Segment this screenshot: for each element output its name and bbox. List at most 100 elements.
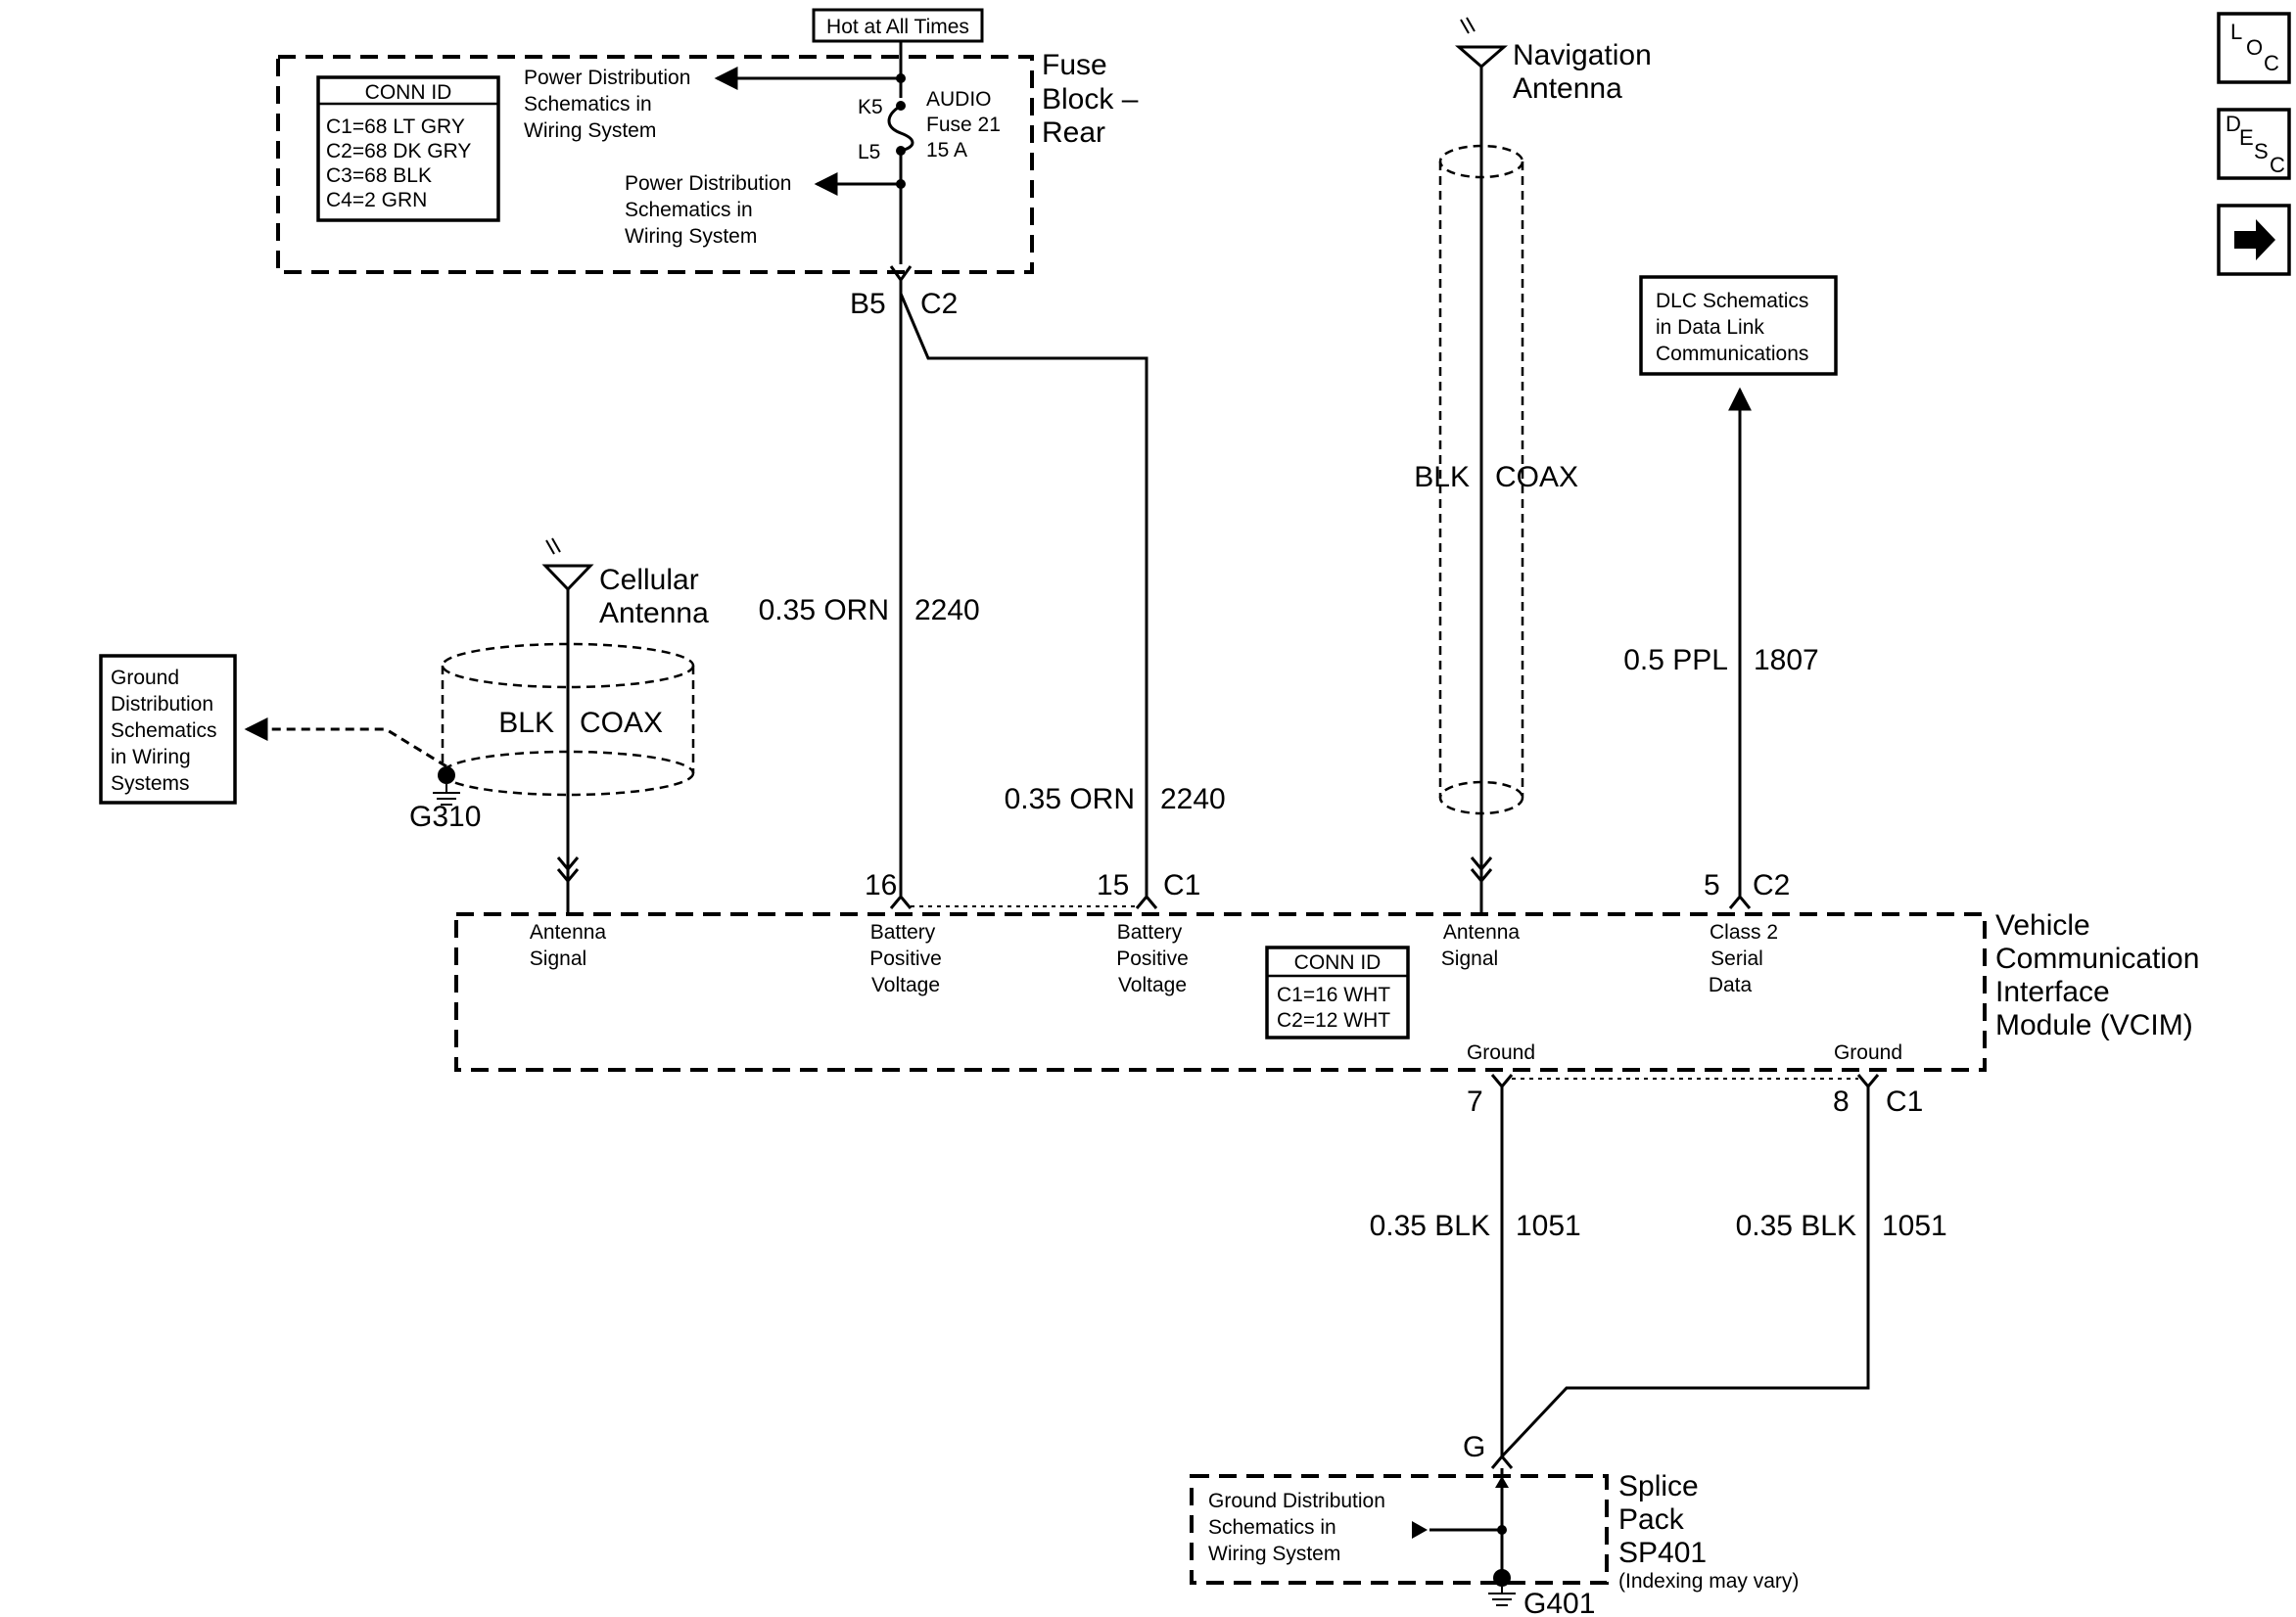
loc-button[interactable]: L O C [2217, 12, 2291, 84]
vcim-title: Vehicle Communication Interface Module (… [1995, 909, 2199, 1041]
vcim-pin-16-label: 16 [865, 869, 897, 901]
svg-text:Communications: Communications [1656, 343, 1808, 365]
svg-text:C1=68 LT GRY: C1=68 LT GRY [326, 116, 465, 138]
cell-coax-color-label: BLK [498, 707, 554, 739]
svg-text:Schematics: Schematics [111, 719, 217, 742]
svg-text:CONN ID: CONN ID [365, 81, 452, 104]
svg-text:Vehicle: Vehicle [1995, 909, 2090, 942]
vcim-ground-2-label: Ground [1834, 1041, 1902, 1064]
right-arrow-icon [2234, 219, 2275, 260]
power-distribution-ref-mid[interactable]: Power Distribution Schematics in Wiring … [625, 172, 791, 248]
svg-text:Class 2: Class 2 [1710, 921, 1778, 944]
svg-text:Antenna: Antenna [1513, 72, 1622, 105]
ground-distribution-ref-splice[interactable]: Ground Distribution Schematics in Wiring… [1208, 1490, 1385, 1565]
vcim-battery-positive-2: Battery Positive Voltage [1116, 921, 1189, 996]
svg-text:Ground: Ground [111, 667, 179, 689]
vcim-pin-8-icon [1856, 1074, 1880, 1089]
svg-text:Antenna: Antenna [1443, 921, 1521, 944]
svg-text:Schematics in: Schematics in [524, 93, 652, 116]
navigation-antenna-icon [1454, 17, 1509, 69]
svg-text:C: C [2270, 153, 2285, 177]
svg-text:Wiring System: Wiring System [1208, 1543, 1340, 1565]
svg-text:Cellular: Cellular [599, 564, 699, 596]
svg-text:Positive: Positive [869, 947, 942, 970]
svg-text:Power Distribution: Power Distribution [524, 67, 690, 89]
svg-text:Signal: Signal [1441, 947, 1498, 970]
fuse-block-conn-id: CONN ID C1=68 LT GRY C2=68 DK GRY C3=68 … [316, 75, 500, 222]
wire-1807-circuit: 1807 [1754, 644, 1819, 676]
svg-text:Rear: Rear [1042, 116, 1105, 149]
svg-text:CONN ID: CONN ID [1294, 951, 1382, 974]
splice-pack-title: Splice Pack SP401 (Indexing may vary) [1618, 1470, 1799, 1593]
desc-button[interactable]: D E S C [2217, 108, 2291, 180]
nav-coax-color-label: BLK [1414, 461, 1470, 493]
svg-text:Block –: Block – [1042, 83, 1139, 116]
wire-1051-a-gauge: 0.35 BLK [1370, 1210, 1490, 1242]
vcim-connector-c1-label: C1 [1163, 869, 1200, 901]
ground-g310-label: G310 [409, 801, 481, 833]
svg-text:S: S [2254, 139, 2269, 163]
svg-text:15 A: 15 A [926, 139, 967, 162]
wire-1051-b-circuit: 1051 [1882, 1210, 1947, 1242]
vcim-pin-15-icon [1135, 894, 1158, 909]
wire-1051-a-circuit: 1051 [1516, 1210, 1581, 1242]
svg-text:SP401: SP401 [1618, 1537, 1707, 1569]
next-page-button[interactable] [2217, 204, 2291, 276]
svg-text:E: E [2239, 125, 2254, 150]
svg-text:Antenna: Antenna [599, 597, 709, 629]
cellular-antenna-icon [541, 537, 594, 592]
svg-text:Wiring System: Wiring System [524, 119, 656, 142]
wire-2240-a-gauge: 0.35 ORN [759, 594, 889, 626]
wire-2240-b-gauge: 0.35 ORN [1005, 783, 1135, 815]
svg-text:C4=2 GRN: C4=2 GRN [326, 189, 427, 211]
fuse-icon [887, 104, 914, 153]
vcim-battery-positive-1: Battery Positive Voltage [869, 921, 942, 996]
wire-1051-b [1500, 1086, 1870, 1458]
nav-coax-type-label: COAX [1495, 461, 1578, 493]
svg-text:Interface: Interface [1995, 976, 2110, 1008]
power-distribution-ref-top[interactable]: Power Distribution Schematics in Wiring … [524, 67, 690, 142]
fuse-pin-k5-label: K5 [858, 96, 883, 118]
vcim-class2-serial-data: Class 2 Serial Data [1709, 921, 1778, 996]
connector-b5-label: B5 [850, 288, 886, 320]
vcim-ground-1-label: Ground [1467, 1041, 1535, 1064]
vcim-pin-15-label: 15 [1097, 869, 1129, 901]
svg-text:C: C [2264, 51, 2279, 75]
vcim-pin-5-label: 5 [1704, 869, 1720, 901]
vcim-connector-c1-bottom-label: C1 [1886, 1086, 1923, 1118]
vcim-connector-c2-label: C2 [1753, 869, 1790, 901]
wire-1807-gauge: 0.5 PPL [1623, 644, 1728, 676]
splice-pin-g-label: G [1463, 1431, 1485, 1463]
svg-text:Fuse 21: Fuse 21 [926, 114, 1001, 136]
svg-text:Schematics in: Schematics in [625, 199, 753, 221]
splice-pin-g-icon [1490, 1454, 1514, 1469]
svg-text:Data: Data [1709, 974, 1753, 996]
svg-text:Antenna: Antenna [530, 921, 607, 944]
wire-2240-b-circuit: 2240 [1160, 783, 1226, 815]
svg-text:Battery: Battery [870, 921, 936, 944]
svg-text:Navigation: Navigation [1513, 39, 1652, 71]
ground-g310-icon [433, 766, 460, 806]
vcim-antenna-signal-1: Antenna Signal [530, 921, 607, 970]
svg-text:in Data Link: in Data Link [1656, 316, 1764, 339]
ground-distribution-ref[interactable]: Ground Distribution Schematics in Wiring… [99, 654, 237, 805]
svg-text:Hot at All Times: Hot at All Times [826, 16, 969, 38]
cell-coax-shield [441, 642, 695, 797]
fuse-block-title: Fuse Block – Rear [1042, 49, 1139, 149]
svg-text:Communication: Communication [1995, 943, 2199, 975]
vcim-conn-id: CONN ID C1=16 WHT C2=12 WHT [1265, 946, 1410, 1040]
svg-text:L: L [2230, 20, 2242, 44]
svg-text:DLC Schematics: DLC Schematics [1656, 290, 1808, 312]
splice-ref-arrow-icon [1412, 1521, 1428, 1539]
svg-text:Signal: Signal [530, 947, 586, 970]
vcim-pin-8-label: 8 [1833, 1086, 1850, 1118]
wire-1051-b-gauge: 0.35 BLK [1736, 1210, 1856, 1242]
cell-coax-type-label: COAX [580, 707, 663, 739]
svg-text:C3=68 BLK: C3=68 BLK [326, 164, 432, 187]
connector-c2-label: C2 [920, 288, 958, 320]
svg-text:Fuse: Fuse [1042, 49, 1107, 81]
svg-text:in Wiring: in Wiring [111, 746, 191, 768]
dlc-schematics-ref[interactable]: DLC Schematics in Data Link Communicatio… [1639, 275, 1838, 376]
svg-text:Positive: Positive [1116, 947, 1189, 970]
svg-text:C2=68 DK GRY: C2=68 DK GRY [326, 140, 471, 162]
